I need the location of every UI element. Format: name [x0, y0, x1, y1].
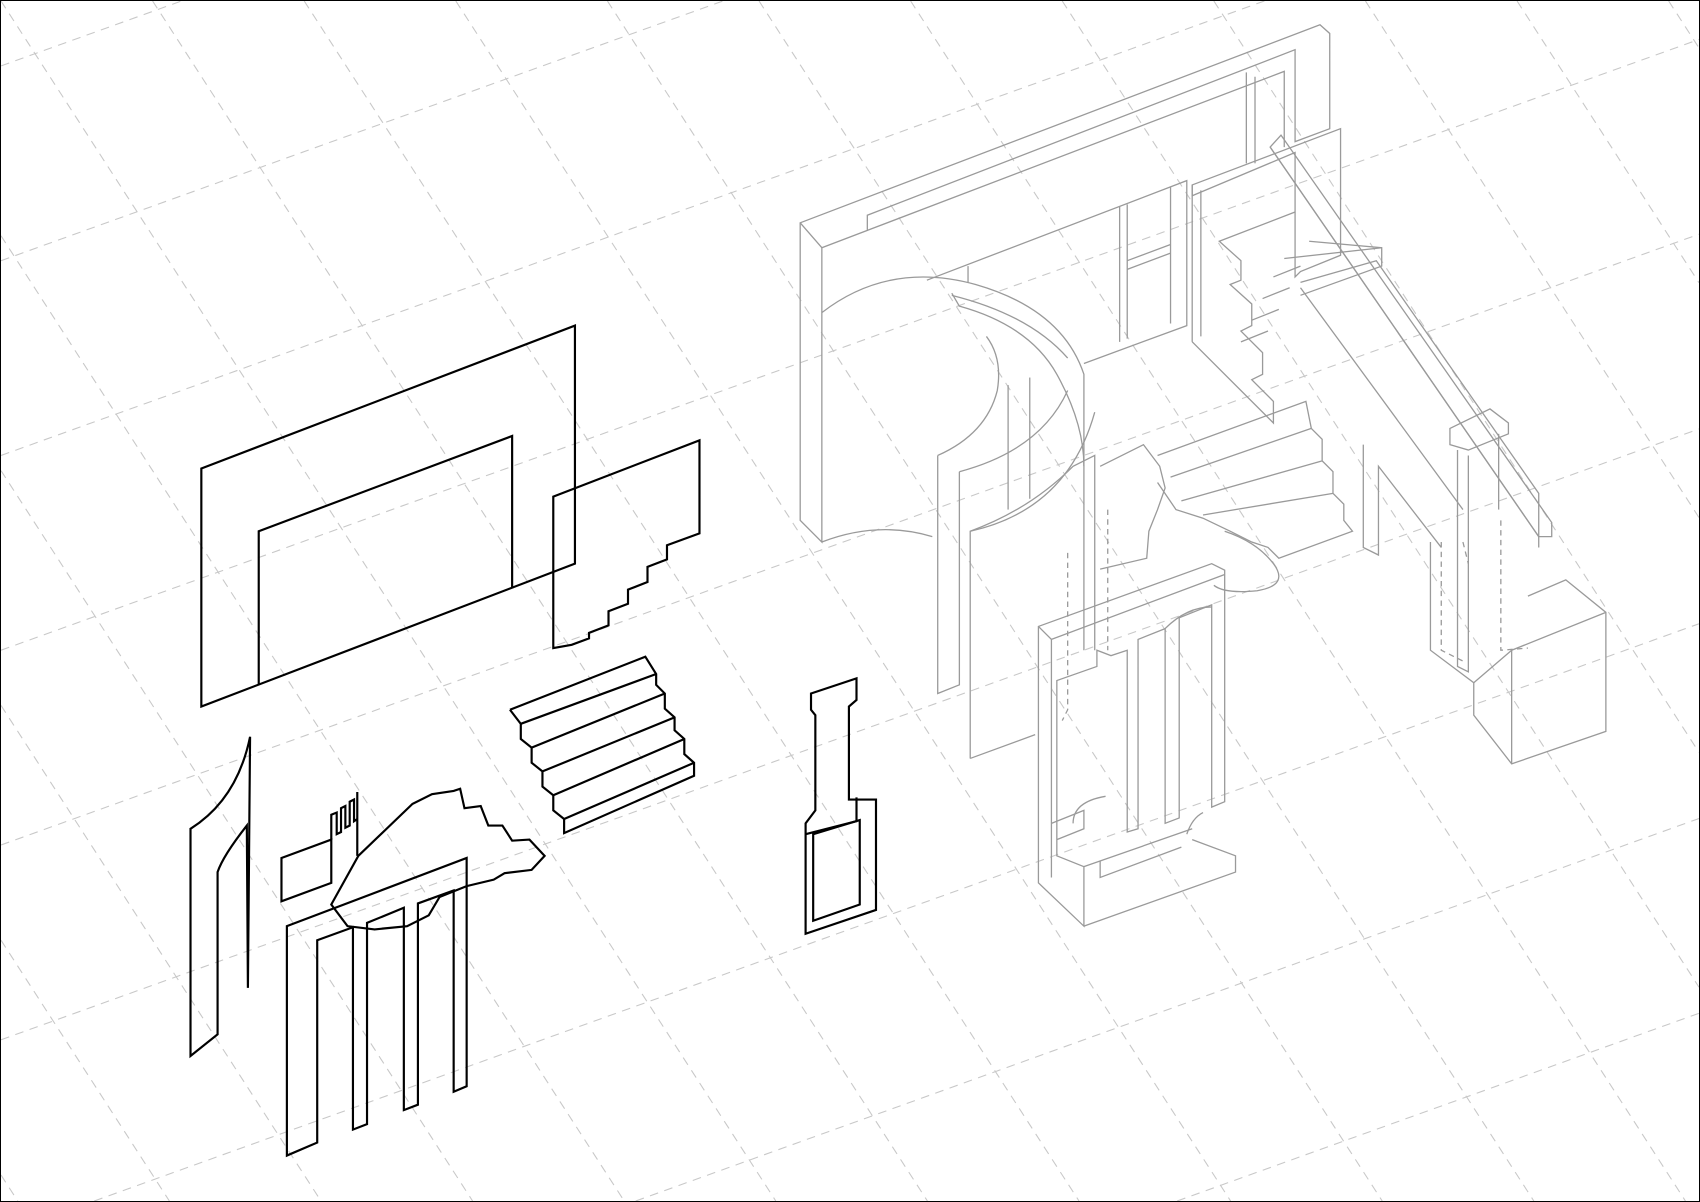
grid-line-steep [606, 1, 1383, 1201]
broken-rock-fragment [329, 787, 547, 931]
grid-line-shallow [635, 818, 1699, 1201]
curved-walls [821, 276, 1096, 760]
grid-line-steep [1213, 1, 1699, 753]
curved-wall-segment [189, 736, 252, 1059]
grid-line-steep [1, 1174, 19, 1201]
front-frame [1037, 509, 1237, 928]
grid-line-steep [455, 1, 1232, 1201]
wall-panel-with-opening [200, 324, 577, 709]
grid-line-steep [1, 939, 170, 1201]
grid-line-steep [303, 1, 1080, 1201]
grid-line-shallow [1, 1, 1265, 456]
back-wall [799, 24, 1331, 544]
column-piece [804, 676, 878, 936]
grid-line-shallow [1, 38, 1699, 651]
stair-flight [509, 655, 696, 835]
pi-shaped-frame [285, 856, 468, 1158]
assembled-model [799, 24, 1607, 928]
grid-line-steep [758, 1, 1535, 1201]
grid-line-shallow [1, 233, 1699, 846]
grid-line-steep [1061, 1, 1699, 988]
grid-line-steep [1516, 1, 1699, 284]
grid-line-shallow [1, 1, 724, 262]
grid-line-steep [1, 1, 777, 1201]
grid-line-steep [1, 705, 322, 1201]
exploded-components [189, 324, 878, 1158]
stepped-wall-panel [552, 438, 701, 650]
grid-line-steep [1, 470, 474, 1201]
small-stepped-element [280, 791, 359, 903]
grid-line-shallow [1176, 1012, 1699, 1201]
side-wall-and-stairs [1099, 127, 1383, 593]
grid-line-steep [1, 235, 625, 1201]
grid-line-steep [1668, 1, 1699, 49]
grid-line-steep [1365, 1, 1699, 518]
grid-line-shallow [1, 1, 182, 67]
grid-line-steep [910, 1, 1686, 1201]
grid-line-steep [152, 1, 928, 1201]
long-beam-and-column [1269, 134, 1607, 765]
grid-line-shallow [94, 623, 1699, 1201]
